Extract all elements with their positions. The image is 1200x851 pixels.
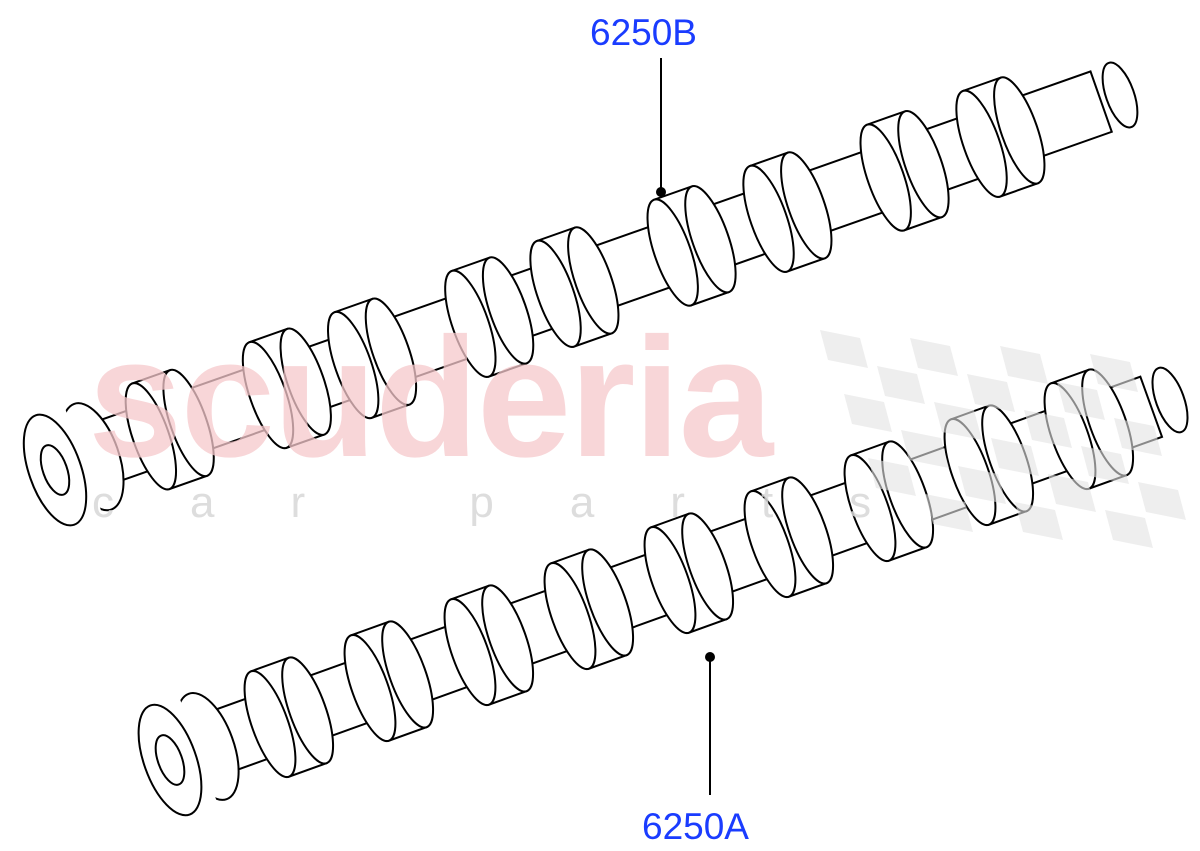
cam-lobe-back [381,620,435,729]
cam-lobe-face [742,164,795,273]
cam-lobe-face [543,561,597,671]
cam-lobe-face [443,597,497,707]
callout-6250A[interactable]: 6250A [642,806,749,847]
drive-slot [39,444,71,496]
cam-lobe-back [780,151,833,260]
cam-lobe-back [279,327,332,436]
cam-lobe-back [581,548,635,657]
cam-lobe-back [481,584,535,693]
cam-lobe-face [643,525,697,635]
cam-lobe-back [162,368,215,478]
leader-dot-6250B [656,187,666,197]
rear-end [1151,366,1189,434]
leader-dot-6250A [705,652,715,662]
cam-lobe-back [567,226,620,335]
cam-lobe-back [281,656,335,765]
cam-lobe-back [781,476,835,585]
cam-lobe-face [241,340,295,450]
cam-lobe-face [444,269,497,378]
cam-lobe-face [843,453,897,563]
cam-lobe-face [743,489,797,599]
cam-lobe-face [327,310,380,420]
cam-lobe-face [529,239,582,348]
callout-6250B[interactable]: 6250B [590,12,697,53]
rear-end [1101,61,1139,129]
camshaft-6250B[interactable] [11,36,1152,534]
cam-lobe-face [243,669,297,779]
cam-lobe-back [364,297,418,406]
drive-slot [154,734,186,786]
cam-lobe-back [993,76,1046,185]
cam-lobe-face [646,198,699,307]
cam-lobe-back [684,185,737,294]
cam-lobe-back [681,512,735,621]
cam-lobe-face [859,123,912,232]
cam-lobe-face [955,89,1008,198]
cam-lobe-face [124,382,178,491]
cam-lobe-back [897,110,950,219]
cam-lobe-face [343,633,397,743]
cam-lobe-back [481,256,535,365]
